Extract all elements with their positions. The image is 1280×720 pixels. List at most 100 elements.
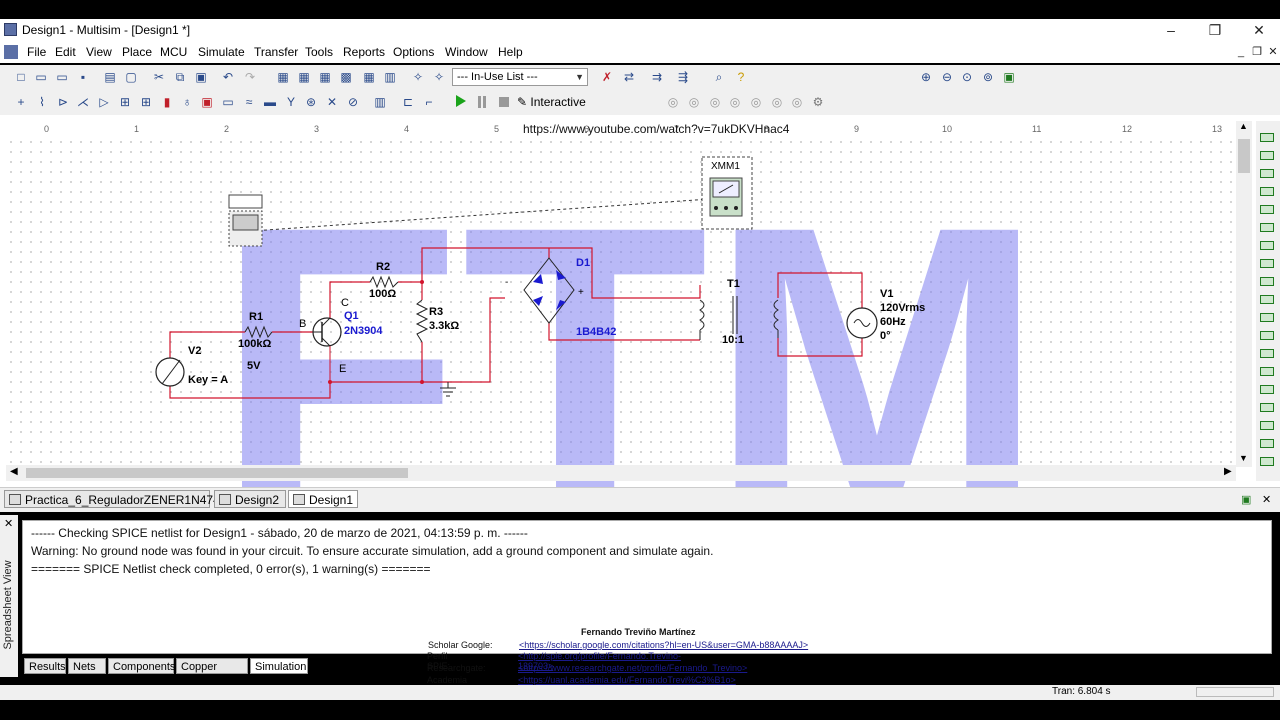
menu-simulate[interactable]: Simulate [198, 45, 245, 59]
place-misc-digital-icon[interactable]: ▮ [163, 95, 171, 109]
tab-design1[interactable]: Design1 * [288, 490, 358, 525]
t1-transformer-symbol[interactable] [699, 296, 779, 340]
agilent-generator-icon[interactable] [1260, 385, 1274, 394]
save-icon[interactable]: ▪ [80, 70, 86, 84]
place-transistor-icon[interactable]: ⋌ [77, 95, 89, 109]
find-icon[interactable]: ⌕ [715, 70, 723, 84]
place-advanced-peripherals-icon[interactable]: ▬ [264, 95, 276, 109]
zoom-full-icon[interactable]: ▣ [1003, 70, 1015, 84]
r3-resistor-symbol[interactable] [415, 299, 429, 343]
mdi-minimize-button[interactable]: _ [1237, 46, 1245, 58]
menu-tools[interactable]: Tools [305, 45, 334, 59]
probe-cursor-symbol[interactable] [228, 194, 263, 247]
tab-simulation[interactable]: Simulation [250, 658, 308, 674]
menu-help[interactable]: Help [498, 45, 523, 59]
probe-digital-icon[interactable]: ◎ [771, 95, 783, 109]
probe-voltage-icon[interactable]: ◎ [667, 95, 679, 109]
probe-current-icon[interactable]: ◎ [688, 95, 700, 109]
spectrum-analyzer-icon[interactable] [1260, 349, 1274, 358]
frequency-counter-icon[interactable] [1260, 241, 1274, 250]
place-cmos-icon[interactable]: ⊞ [140, 95, 152, 109]
open-folder-icon[interactable]: ▭ [35, 70, 47, 84]
tektronix-oscilloscope-icon[interactable] [1260, 439, 1274, 448]
mdi-close-button[interactable]: ✕ [1268, 46, 1278, 58]
scroll-right-icon[interactable]: ▶ [1224, 466, 1232, 477]
forward-annotate-icon[interactable]: ⇉ [651, 70, 663, 84]
place-indicator-icon[interactable]: ▣ [201, 95, 213, 109]
menu-window[interactable]: Window [445, 45, 488, 59]
credit-link-spie[interactable]: <http://spie.org/profile/Fernando.Trevin… [518, 651, 682, 671]
menu-options[interactable]: Options [393, 45, 435, 59]
undo-icon[interactable]: ↶ [222, 70, 234, 84]
horizontal-scroll-thumb[interactable] [26, 468, 408, 478]
v2-source-symbol[interactable] [155, 357, 185, 387]
place-electromechanical-icon[interactable]: ⊛ [305, 95, 317, 109]
place-connector-icon[interactable]: ⊘ [347, 95, 359, 109]
wattmeter-icon[interactable] [1260, 169, 1274, 178]
zoom-fit-icon[interactable]: ⊚ [982, 70, 994, 84]
vertical-scroll-thumb[interactable] [1238, 139, 1250, 173]
place-ttl-icon[interactable]: ⊞ [119, 95, 131, 109]
credit-link-scholar[interactable]: <https://scholar.google.com/citations?hl… [519, 640, 809, 650]
run-simulation-button[interactable] [456, 95, 466, 107]
horizontal-scrollbar[interactable]: ◀ ▶ [6, 465, 1236, 481]
logic-analyzer-icon[interactable] [1260, 295, 1274, 304]
minimize-button[interactable]: – [1167, 22, 1175, 38]
current-probe-icon[interactable] [1260, 457, 1274, 466]
paste-icon[interactable]: ▣ [195, 70, 207, 84]
pause-simulation-button[interactable] [478, 96, 486, 108]
network-analyzer-icon[interactable] [1260, 367, 1274, 376]
probe-power-icon[interactable]: ◎ [709, 95, 721, 109]
agilent-oscilloscope-icon[interactable] [1260, 421, 1274, 430]
database-icon[interactable]: ▥ [384, 70, 396, 84]
grapher-icon[interactable]: ▩ [340, 70, 352, 84]
open-sample-icon[interactable]: ▭ [56, 70, 68, 84]
multimeter-instrument-icon[interactable] [1260, 133, 1274, 142]
toggle-fullscreen-icon[interactable]: ▦ [277, 70, 289, 84]
place-diode-icon[interactable]: ⊳ [57, 95, 69, 109]
menu-mcu[interactable]: MCU [160, 45, 188, 59]
probe-settings-icon[interactable]: ◎ [791, 95, 803, 109]
tab-copper-layers[interactable]: Copper layers [176, 658, 248, 689]
place-ni-components-icon[interactable]: ✕ [326, 95, 338, 109]
place-rf-icon[interactable]: Y [286, 95, 295, 109]
panel-close-icon[interactable]: ✕ [4, 518, 14, 530]
menu-reports[interactable]: Reports [343, 45, 386, 59]
mdi-restore-button[interactable]: ❐ [1252, 46, 1262, 58]
probe-differential-icon[interactable]: ◎ [729, 95, 741, 109]
restore-button[interactable]: ❐ [1208, 22, 1222, 38]
schematic-canvas[interactable] [6, 137, 1236, 467]
vertical-scrollbar[interactable]: ▲ ▼ [1236, 121, 1252, 467]
place-power-icon[interactable]: ▭ [222, 95, 234, 109]
logic-converter-icon[interactable] [1260, 277, 1274, 286]
place-source-icon[interactable]: + [17, 95, 25, 109]
menu-file[interactable]: File [27, 45, 47, 59]
r1-resistor-symbol[interactable] [244, 325, 273, 339]
transfer-icon[interactable]: ⇶ [677, 70, 689, 84]
iv-analyzer-icon[interactable] [1260, 313, 1274, 322]
tab-nets[interactable]: Nets [68, 658, 106, 674]
word-generator-icon[interactable] [1260, 259, 1274, 268]
tab-results[interactable]: Results [24, 658, 66, 674]
interactive-mode-button[interactable]: ✎ Interactive [517, 95, 586, 109]
cut-icon[interactable]: ✂ [153, 70, 165, 84]
place-bus-icon[interactable]: ⌐ [425, 95, 433, 109]
scroll-left-icon[interactable]: ◀ [10, 466, 18, 477]
tab-close-icon[interactable]: ✕ [1262, 494, 1272, 506]
design-toolbox-icon[interactable]: ▦ [319, 70, 331, 84]
stop-simulation-button[interactable] [499, 97, 509, 107]
r2-resistor-symbol[interactable] [369, 275, 399, 289]
scroll-up-icon[interactable]: ▲ [1239, 121, 1248, 131]
place-mixed-icon[interactable]: ♁ [182, 95, 192, 109]
scroll-down-icon[interactable]: ▼ [1239, 453, 1248, 463]
menu-transfer[interactable]: Transfer [254, 45, 299, 59]
tab-design2[interactable]: Design2 * [214, 490, 286, 525]
menu-place[interactable]: Place [122, 45, 153, 59]
distortion-analyzer-icon[interactable] [1260, 331, 1274, 340]
xmm1-multimeter-symbol[interactable] [701, 156, 753, 230]
four-channel-oscilloscope-icon[interactable] [1260, 205, 1274, 214]
credit-link-academia[interactable]: <https://uanl.academia.edu/FernandoTrevi… [518, 675, 736, 685]
oscilloscope-icon[interactable] [1260, 187, 1274, 196]
print-preview-icon[interactable]: ▢ [125, 70, 137, 84]
place-mcu-icon[interactable]: ▥ [374, 95, 386, 109]
